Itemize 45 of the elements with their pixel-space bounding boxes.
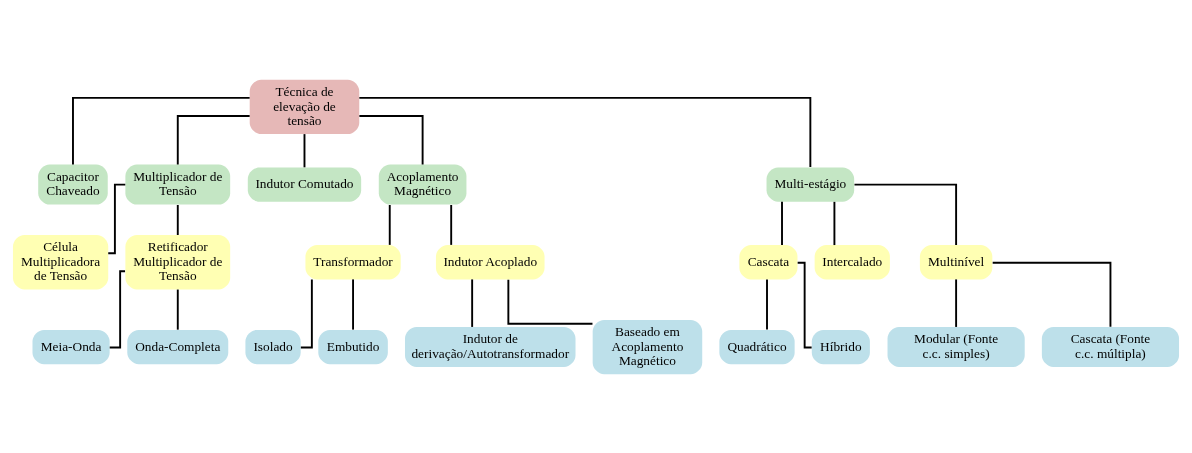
connector [833,200,836,246]
node-box: Híbrido [811,329,870,364]
node-box: Multinível [919,244,993,279]
node-box: Retificador Multiplicador de Tensão [125,234,231,289]
connector [507,278,594,325]
node-box: Cascata [739,244,798,279]
connector [299,278,313,348]
node-box: Embutido [318,329,388,364]
connector [352,277,355,331]
connector [450,203,453,246]
connector [303,132,306,168]
connector [108,269,126,348]
node-box: Acoplamento Magnético [378,164,467,205]
node-box: Quadrático [719,329,795,364]
connector [796,261,813,348]
connector [107,183,127,254]
node-box: Meia-Onda [32,329,110,364]
connector [955,277,958,328]
node-box: Célula Multiplicadora de Tensão [12,234,109,289]
node-box: Capacitor Chaveado [38,164,108,205]
node-box: Indutor Acoplado [435,244,545,279]
node-box: Multiplicador de Tensão [125,164,231,205]
connector [991,261,1112,328]
node-box: Técnica de elevação de tensão [249,79,360,134]
node-box: Multi-estágio [766,166,855,202]
node-box: Intercalado [814,244,890,279]
connector [853,183,958,246]
node-box: Baseado em Acoplamento Magnético [592,319,703,374]
node-box: Isolado [245,329,301,364]
connector [781,200,783,246]
connector [72,96,251,165]
connector [471,277,474,328]
node-box: Onda-Completa [127,329,229,364]
node-box: Transformador [305,244,401,279]
connector [388,203,391,246]
node-box: Modular (Fonte c.c. simples) [887,326,1025,367]
connector [176,203,179,236]
connector [766,277,768,331]
connector [176,114,251,165]
node-box: Indutor de derivação/Autotransformador [405,326,576,367]
node-box: Cascata (Fonte c.c. múltipla) [1041,326,1180,367]
node-box: Indutor Comutado [247,166,362,202]
connector [176,288,179,331]
connector [358,114,424,165]
connector [358,96,812,168]
